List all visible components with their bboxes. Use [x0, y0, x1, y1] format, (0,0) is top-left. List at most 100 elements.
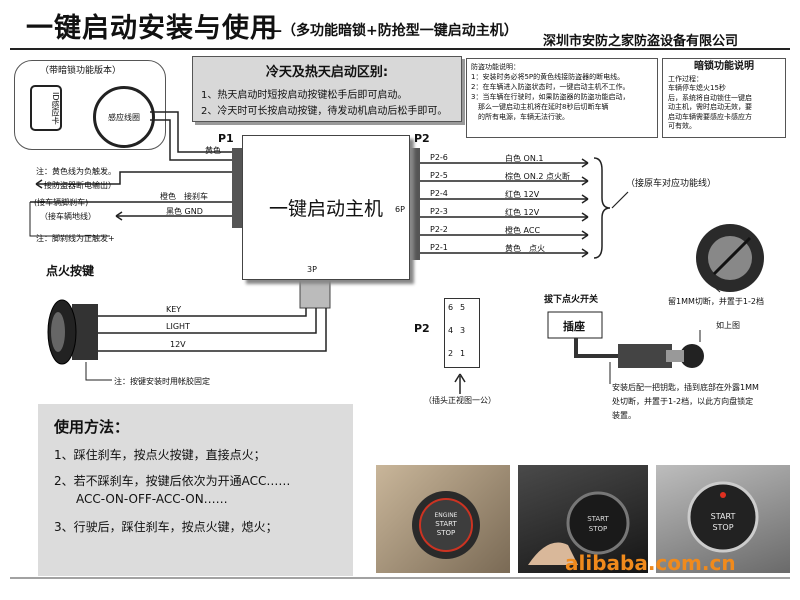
- connector-pin: 5: [460, 303, 466, 312]
- note-brake-trigger: 注：脚刹线为正触发+: [36, 234, 115, 243]
- page-title: 一键启动安装与使用: [26, 13, 278, 44]
- stealth-line: 启动车辆需要感应卡感应方: [668, 112, 752, 121]
- anti-theft-note: 防盗功能说明： 1：安装时务必将5P的黄色线接防盗器的断电线。 2：在车辆进入防…: [466, 58, 658, 138]
- p2-pin-3: P2-3: [430, 207, 448, 216]
- connector-pin: 4: [448, 326, 454, 335]
- socket-label: 插座: [563, 320, 585, 333]
- brake-in-label: (接车辆脚刹车): [34, 198, 89, 207]
- p2-pin-6: P2-6: [430, 153, 448, 162]
- photo-2-text-1: START: [587, 515, 609, 523]
- key-icon: [680, 344, 704, 368]
- p2-connector-block: [408, 148, 420, 260]
- main-unit-box: 一键启动主机: [242, 135, 410, 280]
- button-key-label: KEY: [166, 305, 182, 314]
- p1-black-label: 黑色 GND: [166, 207, 203, 216]
- cold-hot-line-1: 1、热天启动时短按启动按键松手后即可启动。: [201, 90, 408, 101]
- socket-box: [547, 311, 603, 339]
- stealth-process: 工作过程：: [668, 74, 703, 83]
- key-shaft: [666, 350, 684, 362]
- photo-3-text-1: START: [711, 512, 736, 521]
- start-button-face: [51, 312, 65, 352]
- anti-theft-note-line: 2：在车辆进入防盗状态时，一键启动主机不工作。: [471, 83, 630, 91]
- alarm-arrow: [35, 179, 43, 189]
- original-wire-label: （接原车对应功能线）: [626, 179, 717, 189]
- title-divider: [10, 48, 790, 50]
- connector-arrow-head: [454, 373, 466, 383]
- usage-step-1: 1、踩住刹车，按点火按键，直接点火；: [54, 448, 266, 462]
- note-yellow-trigger: 注：黄色线为负触发。: [36, 167, 116, 176]
- photo-2-text-2: STOP: [589, 525, 607, 533]
- button-section-title: 点火按键: [46, 264, 95, 278]
- usage-box: 使用方法： 1、踩住刹车，按点火按键，直接点火； 2、若不踩刹车，按键后依次为开…: [38, 404, 353, 576]
- cold-hot-line-2: 2、冷天时可长按启动按键，待发动机启动后松手即可。: [201, 106, 448, 117]
- anti-theft-note-line: 3：当车辆在行驶时，如果防盗器的防盗功能启动，: [471, 93, 630, 101]
- key-see-above: 如上图: [716, 321, 740, 330]
- alarm-output-label: 接防盗器断电输出）: [44, 181, 116, 190]
- alarm-wire: [36, 171, 234, 185]
- connector-pin: 6: [448, 303, 454, 312]
- coil-label: 感应线圈: [108, 112, 140, 122]
- button-wires: [96, 308, 327, 352]
- key-switch-title: 拔下点火开关: [544, 295, 599, 305]
- connector-pin: 1: [460, 349, 466, 358]
- button-install-note: 注：按键安装时用帐胶固定: [114, 377, 210, 386]
- photo-3-art: START STOP: [687, 481, 759, 553]
- photo-dashboard-2: START STOP: [518, 465, 648, 573]
- p2-pin-2: P2-2: [430, 225, 448, 234]
- photo-3-text-2: STOP: [712, 523, 733, 532]
- p3-connector-block: [299, 277, 331, 309]
- p1-connector-block: [232, 148, 242, 228]
- anti-theft-note-line: 1：安装时务必将5P的黄色线接防盗器的断电线。: [471, 73, 625, 81]
- photo-1-text-1: ENGINE: [435, 512, 458, 519]
- photo-dashboard-3: START STOP: [656, 465, 790, 573]
- p2-desc-1: 黄色 点火: [505, 244, 545, 253]
- p2-desc-5: 棕色 ON.2 点火断: [505, 172, 570, 181]
- p2-desc-3: 红色 12V: [505, 208, 540, 217]
- button-note-link: [85, 362, 112, 381]
- stealth-version-box: [14, 60, 166, 150]
- brace-pointer: [611, 191, 629, 209]
- p2-desc-4: 红色 12V: [505, 190, 540, 199]
- ignition-key-icon: [712, 236, 752, 276]
- stealth-line: 车辆停车熄火15秒: [668, 84, 726, 92]
- button-light-label: LIGHT: [166, 322, 190, 331]
- main-bottom-pins: 3P: [307, 265, 317, 274]
- key-install-note-3: 装置。: [612, 411, 636, 420]
- company-name: 深圳市安防之家防盗设备有限公司: [543, 34, 739, 49]
- photo-2-art: START STOP: [528, 491, 630, 565]
- connector-p2-label: P2: [414, 322, 430, 335]
- photo-dashboard-1: ENGINE START STOP: [376, 465, 510, 573]
- photo-1-text-2: START: [435, 520, 457, 528]
- socket-cable: [574, 338, 618, 358]
- anti-theft-note-line: 那么一键启动主机将在延时8秒后切断车辆: [471, 103, 609, 111]
- photo-1-text-3: STOP: [437, 529, 455, 537]
- p2-pin-1: P2-1: [430, 243, 448, 252]
- coil-wire-2: [150, 119, 234, 161]
- connector-front-view: 6 5 4 3 2 1: [444, 298, 480, 368]
- stealth-version-label: （带暗锁功能版本）: [40, 66, 122, 76]
- page-subtitle: —（多功能暗锁+防抢型一键启动主机）: [268, 23, 518, 39]
- p2-label: P2: [414, 132, 430, 145]
- ground-arrow: [115, 211, 123, 221]
- main-unit-name: 一键启动主机: [268, 198, 383, 220]
- p2-wires: [420, 162, 588, 254]
- usage-title: 使用方法：: [54, 418, 130, 436]
- stealth-title: 暗锁功能说明: [694, 61, 754, 72]
- brake-note-link: [29, 202, 110, 237]
- key-cut-note: 留1MM切断，并置于1-2档: [668, 297, 764, 306]
- coil-wire: [150, 111, 234, 153]
- p1-yellow-label: 黄色: [205, 146, 221, 155]
- cold-hot-start-box: 冷天及热天启动区别: 1、热天启动时短按启动按键松手后即可启动。 2、冷天时可长…: [192, 56, 462, 122]
- connector-pin: 3: [460, 326, 466, 335]
- main-right-pins: 6P: [395, 205, 405, 214]
- anti-theft-note-title: 防盗功能说明：: [471, 63, 520, 71]
- connector-pin: 2: [448, 349, 454, 358]
- usage-step-2b: ACC-ON-OFF-ACC-ON……: [76, 492, 228, 506]
- cold-hot-title: 冷天及热天启动区别:: [265, 65, 389, 80]
- key-body: [618, 344, 672, 368]
- usage-step-3: 3、行驶后，踩住刹车，按点火键，熄火；: [54, 520, 278, 534]
- p2-desc-2: 橙色 ACC: [505, 226, 541, 235]
- photo-1-art: ENGINE START STOP: [412, 491, 480, 559]
- key-install-note-2: 处切断，并置于1-2档，以此方向盘锁定: [612, 397, 754, 406]
